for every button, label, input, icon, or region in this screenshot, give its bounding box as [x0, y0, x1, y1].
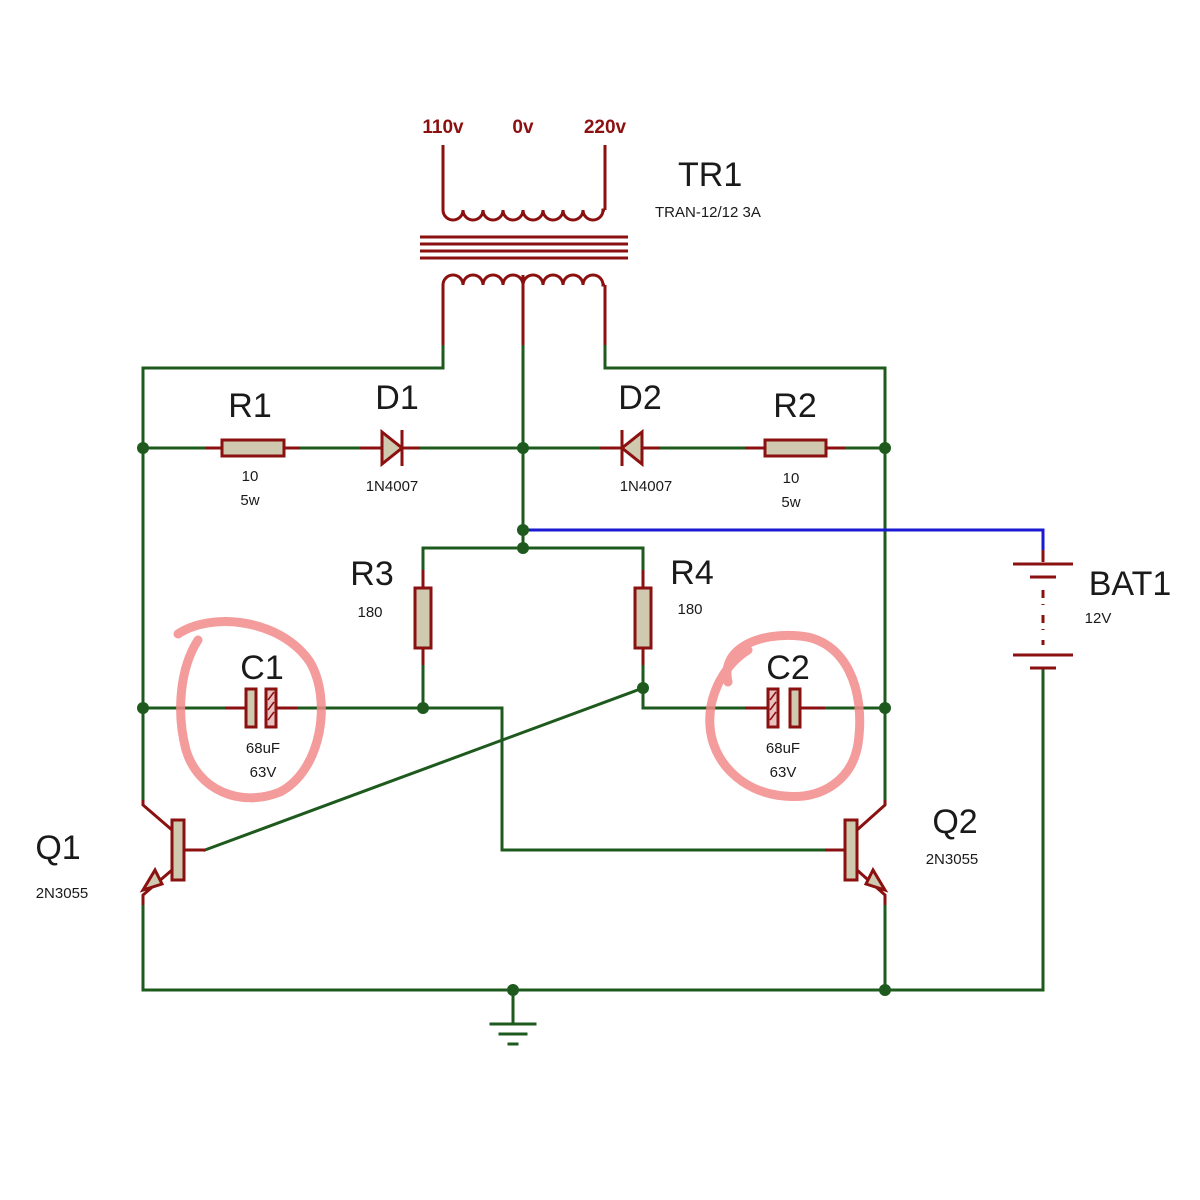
- q2-value: 2N3055: [926, 851, 979, 868]
- transformer-value: TRAN-12/12 3A: [655, 204, 761, 221]
- resistor-r2: R2 10 5w: [745, 387, 845, 511]
- transistor-q2: Q2 2N3055: [825, 800, 978, 905]
- diode-d1: D1 1N4007: [360, 379, 420, 495]
- capacitor-c2: C2 68uF 63V: [745, 649, 825, 781]
- ground-symbol: [489, 1022, 537, 1046]
- c2-ref: C2: [766, 649, 809, 687]
- c2-voltage: 63V: [770, 764, 797, 781]
- diode-d2: D2 1N4007: [600, 379, 672, 495]
- c1-ref: C1: [240, 649, 283, 687]
- tap-label-220v: 220v: [584, 117, 627, 138]
- junction-nodes: [137, 442, 891, 996]
- q2-ref: Q2: [932, 803, 977, 841]
- transformer-ref: TR1: [678, 156, 742, 194]
- r4-ref: R4: [670, 554, 713, 592]
- d1-ref: D1: [375, 379, 418, 417]
- r2-ref: R2: [773, 387, 816, 425]
- resistor-r1: R1 10 5w: [205, 387, 300, 509]
- tap-label-110v: 110v: [422, 117, 464, 138]
- c2-value: 68uF: [766, 740, 800, 757]
- r2-power: 5w: [781, 494, 800, 511]
- r3-ref: R3: [350, 555, 393, 593]
- r1-power: 5w: [240, 492, 259, 509]
- c1-value: 68uF: [246, 740, 280, 757]
- d2-ref: D2: [618, 379, 661, 417]
- c1-voltage: 63V: [250, 764, 277, 781]
- resistor-r4: R4 180: [633, 554, 714, 665]
- tap-label-0v: 0v: [512, 117, 534, 138]
- battery-ref: BAT1: [1089, 565, 1172, 603]
- c2-highlight-circle: [705, 630, 865, 801]
- r4-value: 180: [677, 601, 702, 618]
- battery-bat1: BAT1 12V: [1013, 550, 1172, 670]
- capacitor-c1: C1 68uF 63V: [225, 649, 298, 781]
- r3-value: 180: [357, 604, 382, 621]
- r1-ref: R1: [228, 387, 271, 425]
- battery-positive-wire: [523, 528, 1045, 550]
- d2-value: 1N4007: [620, 478, 673, 495]
- r2-value: 10: [783, 470, 800, 487]
- resistor-r3: R3 180: [350, 555, 433, 665]
- transformer-tr1: 110v 0v 220v TR1 TRAN-12/12 3A: [420, 117, 761, 345]
- r1-value: 10: [242, 468, 259, 485]
- c1-highlight-circle: [173, 617, 326, 803]
- battery-value: 12V: [1085, 610, 1112, 627]
- transistor-q1: Q1 2N3055: [35, 800, 205, 905]
- d1-value: 1N4007: [366, 478, 419, 495]
- q1-ref: Q1: [35, 829, 80, 867]
- q1-value: 2N3055: [36, 885, 89, 902]
